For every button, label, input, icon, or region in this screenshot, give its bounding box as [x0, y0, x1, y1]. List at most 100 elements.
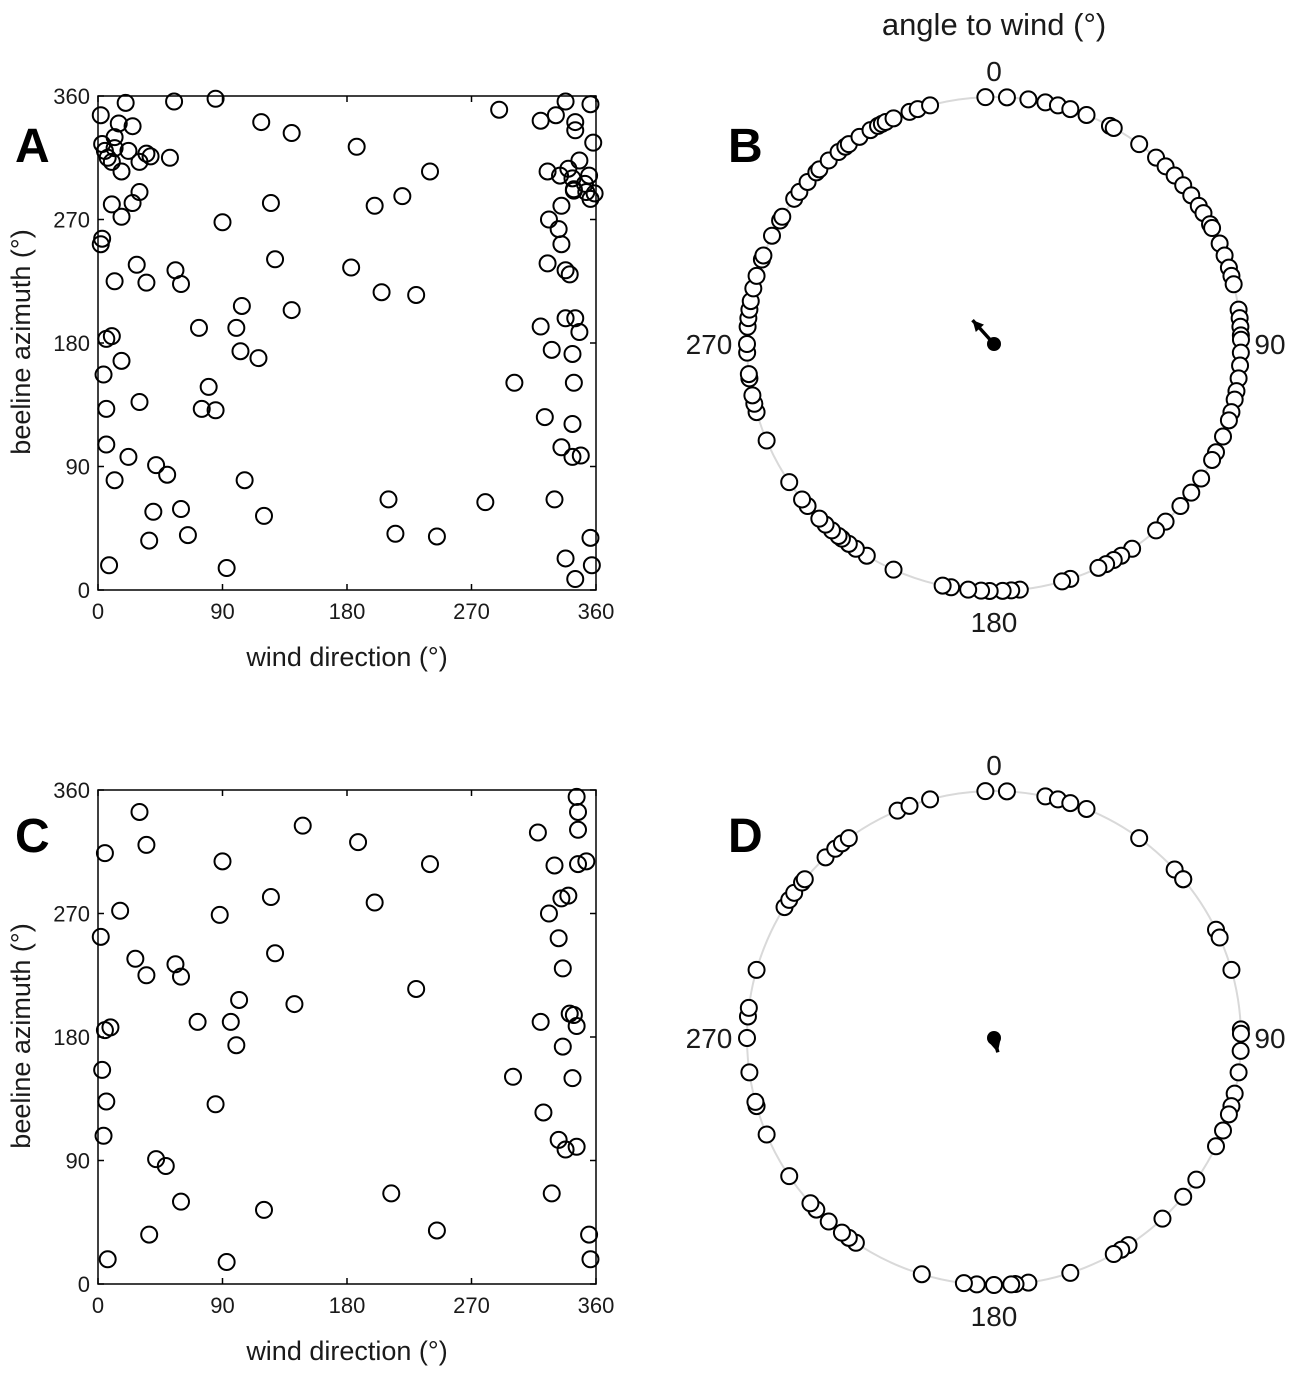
data-point — [227, 318, 246, 337]
data-point — [1203, 450, 1222, 469]
data-point — [1174, 870, 1193, 889]
data-point — [232, 296, 251, 315]
data-point — [556, 309, 575, 328]
data-point — [539, 210, 558, 229]
data-point — [553, 1037, 572, 1056]
data-point — [1061, 794, 1080, 813]
data-point — [549, 929, 568, 948]
data-point — [199, 377, 218, 396]
data-point — [123, 194, 142, 213]
theta-label: 180 — [971, 607, 1018, 638]
data-point — [1182, 483, 1201, 502]
data-point — [141, 147, 160, 166]
y-axis-label-a: beeline azimuth (°) — [6, 229, 36, 454]
data-point — [819, 1212, 838, 1231]
data-point — [130, 802, 149, 821]
theta-label: 90 — [1254, 329, 1285, 360]
data-point — [552, 438, 571, 457]
data-point — [1077, 799, 1096, 818]
data-point — [112, 162, 131, 181]
theta-label: 90 — [1254, 1023, 1285, 1054]
data-point — [100, 556, 119, 575]
data-point — [1192, 469, 1211, 488]
data-point — [119, 447, 138, 466]
data-point — [504, 1067, 522, 1086]
data-point — [839, 829, 858, 848]
data-point — [1174, 1187, 1193, 1206]
data-point — [566, 570, 585, 589]
data-point — [105, 272, 124, 291]
data-point — [1019, 90, 1038, 109]
data-point — [282, 124, 301, 143]
panel-letter-c: C — [15, 810, 50, 863]
panel-letter-d: D — [728, 810, 763, 863]
data-point — [102, 327, 121, 346]
y-tick-label: 270 — [53, 902, 90, 927]
theta-label: 0 — [986, 750, 1002, 781]
data-point — [116, 93, 135, 112]
y-tick-label: 360 — [53, 778, 90, 803]
data-point — [505, 373, 524, 392]
data-point — [206, 401, 225, 420]
data-point — [954, 1274, 973, 1293]
data-point — [780, 1167, 799, 1186]
panel-letter-b: B — [728, 120, 763, 173]
data-point — [542, 340, 561, 359]
data-point — [102, 152, 121, 171]
data-point — [738, 1029, 756, 1047]
data-point — [832, 1223, 851, 1242]
data-point — [91, 106, 110, 125]
data-point — [192, 399, 211, 418]
data-point — [556, 261, 575, 280]
data-point — [569, 855, 588, 874]
data-point — [1210, 928, 1229, 947]
data-point — [266, 944, 285, 963]
data-point — [545, 490, 564, 509]
data-point — [285, 995, 304, 1014]
data-point — [147, 456, 166, 475]
data-point — [172, 274, 190, 293]
data-point — [580, 1225, 599, 1244]
data-point — [407, 285, 426, 304]
data-point — [379, 490, 398, 509]
data-point — [111, 901, 130, 920]
mean-vector-arrowhead — [972, 320, 984, 332]
data-point — [97, 399, 116, 418]
data-point — [566, 121, 585, 140]
data-point — [563, 344, 582, 363]
data-point — [1130, 829, 1149, 848]
data-point — [217, 559, 236, 578]
data-point — [553, 959, 572, 978]
data-point — [921, 96, 940, 115]
data-point — [178, 526, 197, 545]
data-point — [739, 998, 758, 1017]
data-point — [549, 220, 568, 239]
theta-label: 270 — [686, 329, 733, 360]
data-point — [144, 502, 163, 521]
data-point — [1147, 521, 1166, 540]
data-point — [739, 365, 758, 384]
data-point — [252, 113, 271, 132]
data-point — [101, 1018, 120, 1037]
data-point — [546, 106, 565, 125]
data-point — [127, 255, 146, 274]
data-point — [754, 246, 773, 265]
x-tick-label: 360 — [578, 599, 615, 624]
data-point — [538, 254, 557, 273]
data-point — [900, 796, 919, 815]
y-tick-label: 270 — [53, 208, 90, 233]
data-point — [93, 229, 112, 248]
data-point — [126, 949, 145, 968]
data-point — [959, 580, 978, 599]
data-point — [567, 1137, 586, 1156]
data-point — [372, 283, 391, 302]
data-point — [427, 527, 446, 546]
panel-c: C wind direction (°) beeline azimuth (°)… — [6, 778, 614, 1366]
data-point — [538, 162, 557, 181]
data-point — [1104, 1245, 1123, 1264]
data-point — [740, 1063, 759, 1082]
data-point — [217, 1253, 236, 1272]
data-point — [585, 184, 604, 203]
